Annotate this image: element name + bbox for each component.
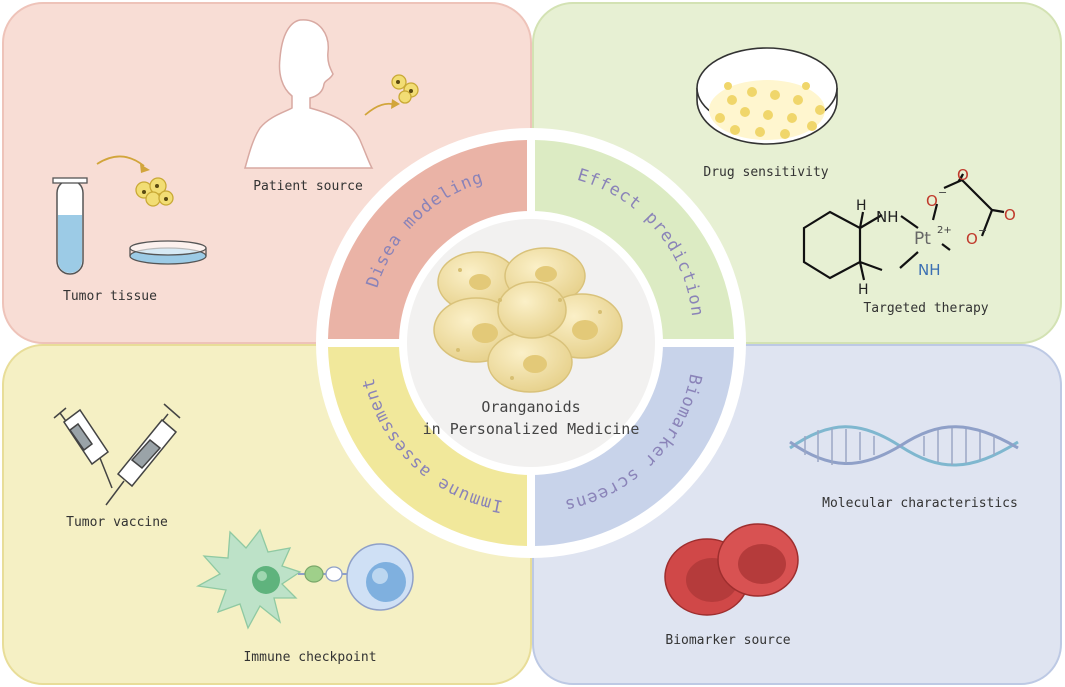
label-molecular-characteristics: Molecular characteristics xyxy=(822,496,1018,511)
chem-pt-charge: 2+ xyxy=(937,225,952,236)
label-patient-source: Patient source xyxy=(253,179,363,194)
chem-minus-top: − xyxy=(938,186,947,199)
dendritic-cell-icon xyxy=(195,528,302,630)
ring-segment-immune xyxy=(328,347,527,546)
chem-nh-bottom: NH xyxy=(918,261,941,279)
chem-o-bottom: O xyxy=(966,230,978,248)
red-blood-cells-icon xyxy=(664,523,799,616)
dna-helix-icon xyxy=(789,425,1019,467)
label-tumor-vaccine: Tumor vaccine xyxy=(66,515,168,530)
petri-dish-icon xyxy=(696,47,838,145)
chem-minus-bottom: − xyxy=(978,224,987,237)
syringe-right-icon xyxy=(105,403,181,506)
tissue-arrow-icon xyxy=(96,155,145,167)
ring-segment-effect xyxy=(535,140,734,339)
tissue-arrowhead-icon xyxy=(140,164,150,173)
label-immune-checkpoint: Immune checkpoint xyxy=(243,650,376,665)
chem-pt: Pt xyxy=(914,229,931,249)
ring-segment-disease xyxy=(328,140,527,339)
chem-h-bottom: H xyxy=(858,282,869,298)
center-title-line2: in Personalized Medicine xyxy=(423,420,640,438)
test-tube-icon xyxy=(52,177,88,275)
label-biomarker-source: Biomarker source xyxy=(665,633,790,648)
petri-dish-small-icon xyxy=(129,240,207,265)
patient-arrow-icon xyxy=(364,102,393,116)
chem-o-top: O xyxy=(926,192,938,210)
chem-o-dbl1: O xyxy=(957,166,969,184)
label-tumor-tissue: Tumor tissue xyxy=(63,289,157,304)
ring-segment-biomarker xyxy=(535,347,734,546)
patient-silhouette-icon xyxy=(243,19,374,169)
chem-double-bond-1 xyxy=(957,173,964,183)
tissue-cells-icon xyxy=(135,177,174,207)
label-drug-sensitivity: Drug sensitivity xyxy=(703,165,828,180)
chem-o-dbl2: O xyxy=(1004,206,1016,224)
chem-h-top: H xyxy=(856,198,867,214)
t-cell-icon xyxy=(346,543,414,611)
chem-nh-top: NH xyxy=(876,208,899,226)
syringe-left-icon xyxy=(53,407,113,489)
label-targeted-therapy: Targeted therapy xyxy=(863,301,988,316)
organoid-cluster-icon xyxy=(433,247,623,393)
patient-cells-icon xyxy=(391,74,419,104)
oxaliplatin-structure-icon xyxy=(802,173,1005,281)
patient-arrowhead-icon xyxy=(391,99,400,109)
center-title-line1: Oranganoids xyxy=(481,398,580,416)
